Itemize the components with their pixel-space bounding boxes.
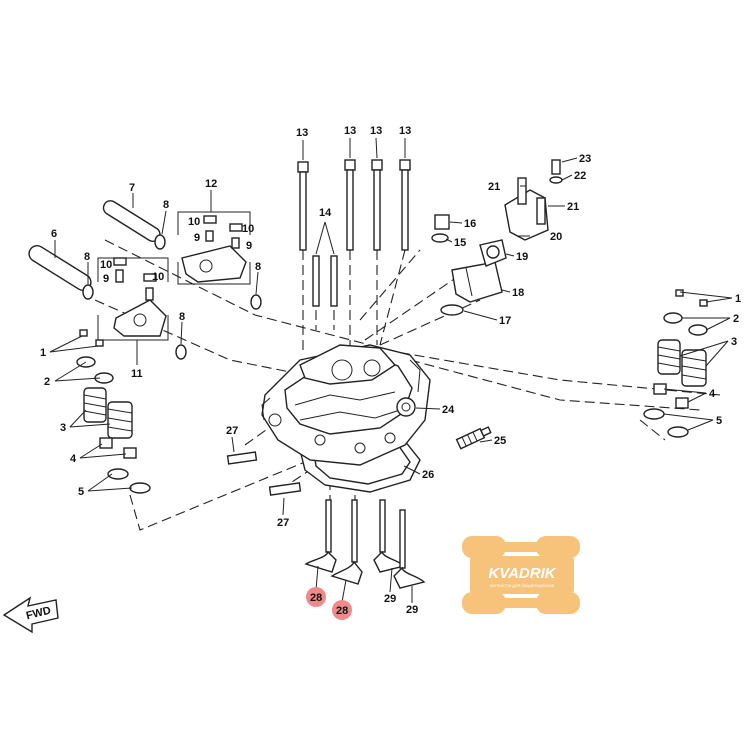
dowel-pins: [226, 451, 302, 496]
label-10: 10: [188, 216, 200, 228]
label-3: 3: [731, 336, 737, 348]
highlights: [306, 587, 352, 620]
valve-spring-left-2: [107, 401, 133, 439]
label-2: 2: [44, 376, 50, 388]
valve-spring-right-1: [657, 339, 681, 375]
label-23: 23: [579, 153, 591, 165]
label-11: 11: [131, 368, 143, 380]
exhaust-valve-1: [373, 499, 406, 573]
label-24: 24: [442, 404, 455, 416]
head-bolt-3: [371, 159, 383, 251]
label-8: 8: [84, 251, 90, 263]
label-5: 5: [78, 486, 84, 498]
right-valve-train: [643, 289, 708, 438]
label-14: 14: [319, 207, 332, 219]
label-13: 13: [344, 125, 356, 137]
label-1: 1: [40, 347, 46, 359]
label-8: 8: [163, 199, 169, 211]
label-18: 18: [512, 287, 524, 299]
head-bolt-4: [399, 159, 411, 251]
fwd-label: FWD: [25, 605, 52, 623]
intake-valve-1: [304, 499, 337, 573]
label-29: 29: [384, 593, 396, 605]
label-22: 22: [574, 170, 586, 182]
label-25: 25: [494, 435, 506, 447]
watermark-subtext: ЗАПЧАСТИ ДЛЯ КВАДРОЦИКЛОВ: [490, 583, 555, 588]
forward-arrow: FWD: [2, 596, 59, 634]
label-21: 21: [567, 201, 579, 213]
leader-lines: [49, 137, 733, 603]
spark-plug: [455, 426, 492, 450]
label-5: 5: [716, 415, 722, 427]
label-8: 8: [255, 261, 261, 273]
label-27: 27: [277, 517, 289, 529]
valves: [304, 499, 426, 589]
label-1: 1: [735, 293, 741, 305]
label-13: 13: [399, 125, 411, 137]
label-17: 17: [499, 315, 511, 327]
label-9: 9: [194, 232, 200, 244]
label-15: 15: [454, 237, 466, 249]
label-13: 13: [296, 127, 308, 139]
rocker-shaft-7: [102, 200, 161, 243]
studs: [312, 255, 338, 307]
label-3: 3: [60, 422, 66, 434]
rocker-shafts: [28, 200, 161, 292]
label-9: 9: [246, 240, 252, 252]
rocker-assembly-12: [177, 211, 251, 285]
o-rings: [82, 234, 262, 360]
label-21: 21: [488, 181, 500, 193]
label-4: 4: [709, 388, 716, 400]
thermostat-group: [431, 159, 563, 316]
label-12: 12: [205, 178, 217, 190]
label-2: 2: [733, 313, 739, 325]
label-10: 10: [242, 223, 254, 235]
label-10: 10: [152, 271, 164, 283]
valve-spring-right-2: [681, 349, 707, 387]
label-26: 26: [422, 469, 434, 481]
cylinder-head: [261, 344, 431, 493]
part-labels: 1 2 3 4 5 6 7 8 8 8 8 9 9 9 10 10 10 10 …: [40, 125, 741, 617]
label-8: 8: [179, 311, 185, 323]
head-bolt-1: [297, 161, 309, 251]
rocker-assembly-11: [97, 257, 169, 341]
exhaust-valve-2: [393, 509, 426, 589]
kvadrik-watermark-logo: KVADRIK ЗАПЧАСТИ ДЛЯ КВАДРОЦИКЛОВ: [462, 536, 580, 614]
label-6: 6: [51, 228, 57, 240]
atv-wheel-icon: [462, 536, 580, 614]
valve-spring-left-1: [83, 387, 107, 423]
label-16: 16: [464, 218, 476, 230]
highlight-28-b: [332, 600, 352, 620]
label-29: 29: [406, 604, 418, 616]
label-28: 28: [336, 605, 348, 617]
label-4: 4: [70, 453, 77, 465]
intake-valve-2: [330, 499, 363, 585]
head-bolt-2: [344, 159, 356, 251]
label-9: 9: [103, 273, 109, 285]
label-27: 27: [226, 425, 238, 437]
label-28: 28: [310, 592, 322, 604]
label-10: 10: [100, 259, 112, 271]
label-13: 13: [370, 125, 382, 137]
watermark-text: KVADRIK: [488, 565, 556, 582]
highlight-28-a: [306, 587, 326, 607]
label-7: 7: [129, 182, 135, 194]
left-valve-train: [76, 329, 151, 494]
label-20: 20: [550, 231, 562, 243]
label-19: 19: [516, 251, 528, 263]
head-bolts: [297, 159, 411, 251]
